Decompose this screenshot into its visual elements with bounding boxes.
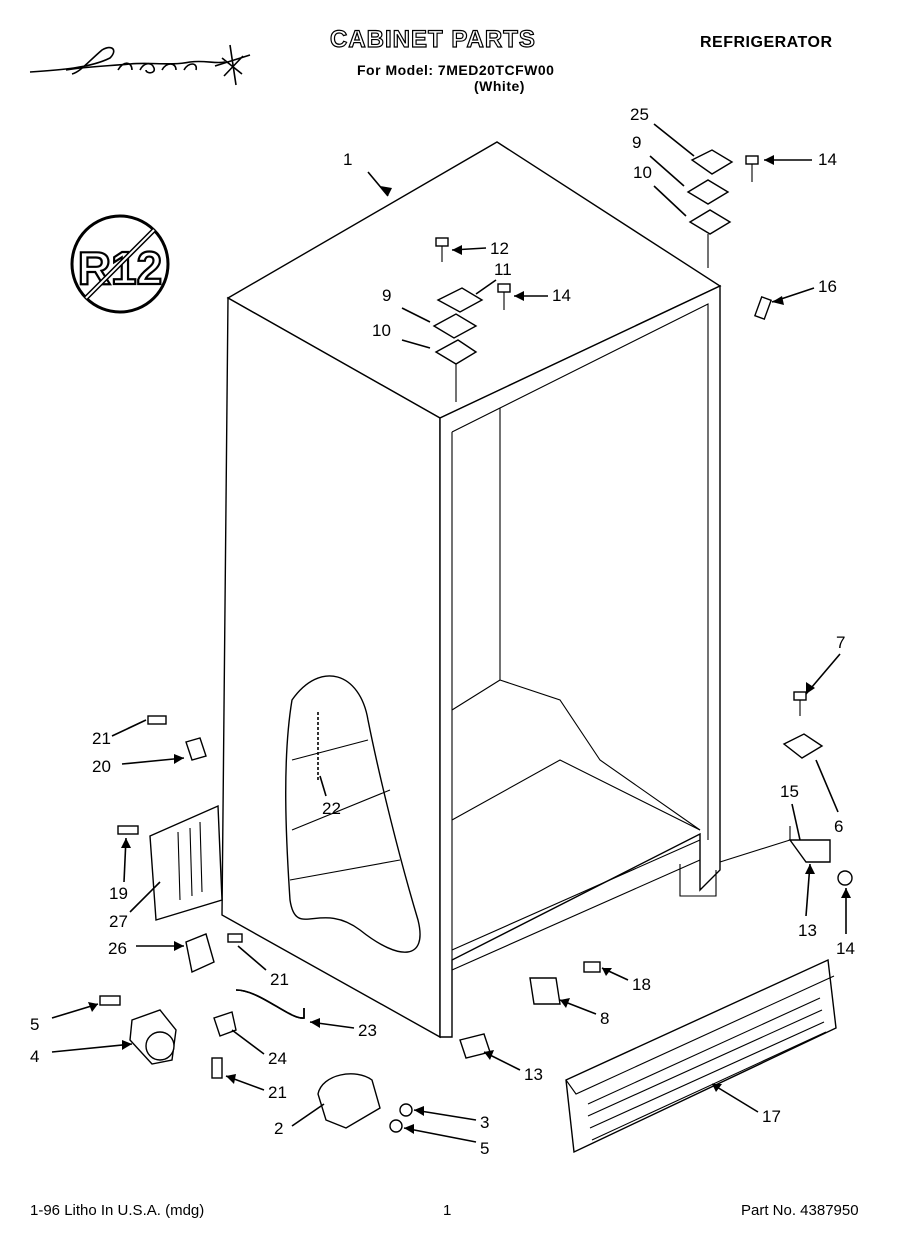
callout-8: 8 (600, 1009, 609, 1028)
callout-13b: 13 (524, 1065, 543, 1084)
callout-5: 5 (30, 1015, 39, 1034)
model-number: For Model: 7MED20TCFW00 (357, 62, 555, 78)
callout-1: 1 (343, 150, 352, 169)
callout-21: 21 (92, 729, 111, 748)
callout-2: 2 (274, 1119, 283, 1138)
callout-27: 27 (109, 912, 128, 931)
callouts: 1 25 9 14 10 12 11 9 14 10 16 7 21 20 22… (30, 105, 855, 1158)
upper-hinge-assembly (432, 149, 773, 402)
no-r12-badge: R12 (70, 214, 170, 314)
callout-13: 13 (798, 921, 817, 940)
callout-20: 20 (92, 757, 111, 776)
left-hardware (99, 715, 413, 1133)
callout-9b: 9 (382, 286, 391, 305)
callout-4: 4 (30, 1047, 39, 1066)
callout-5b: 5 (480, 1139, 489, 1158)
callout-18: 18 (632, 975, 651, 994)
callout-14c: 14 (836, 939, 855, 958)
arrowheads (88, 155, 851, 1134)
callout-25: 25 (630, 105, 649, 124)
callout-19: 19 (109, 884, 128, 903)
footer-page-number: 1 (443, 1202, 452, 1219)
callout-24: 24 (268, 1049, 287, 1068)
callout-10b: 10 (372, 321, 391, 340)
callout-21b: 21 (270, 970, 289, 989)
callout-26: 26 (108, 939, 127, 958)
footer-print-info: 1-96 Litho In U.S.A. (mdg) (30, 1202, 205, 1219)
refrigerator-cabinet (221, 141, 722, 1039)
callout-11: 11 (494, 260, 512, 279)
callout-6: 6 (834, 817, 843, 836)
footer-part-number: Part No. 4387950 (741, 1202, 859, 1219)
callout-9: 9 (632, 133, 641, 152)
callout-7: 7 (836, 633, 845, 652)
callout-22: 22 (322, 799, 341, 818)
toe-grille (565, 958, 837, 1154)
callout-21c: 21 (268, 1083, 287, 1102)
r12-text: R12 (78, 242, 162, 294)
callout-12: 12 (490, 239, 509, 258)
model-color: (White) (474, 78, 525, 94)
right-hardware (459, 691, 853, 1059)
callout-16: 16 (818, 277, 837, 296)
callout-3: 3 (480, 1113, 489, 1132)
callout-17: 17 (762, 1107, 781, 1126)
callout-14b: 14 (552, 286, 571, 305)
callout-10: 10 (633, 163, 652, 182)
brand-logo (29, 44, 251, 86)
callout-15: 15 (780, 782, 799, 801)
callout-23: 23 (358, 1021, 377, 1040)
callout-14: 14 (818, 150, 837, 169)
appliance-type: REFRIGERATOR (700, 34, 833, 51)
page-title: CABINET PARTS (329, 25, 536, 53)
